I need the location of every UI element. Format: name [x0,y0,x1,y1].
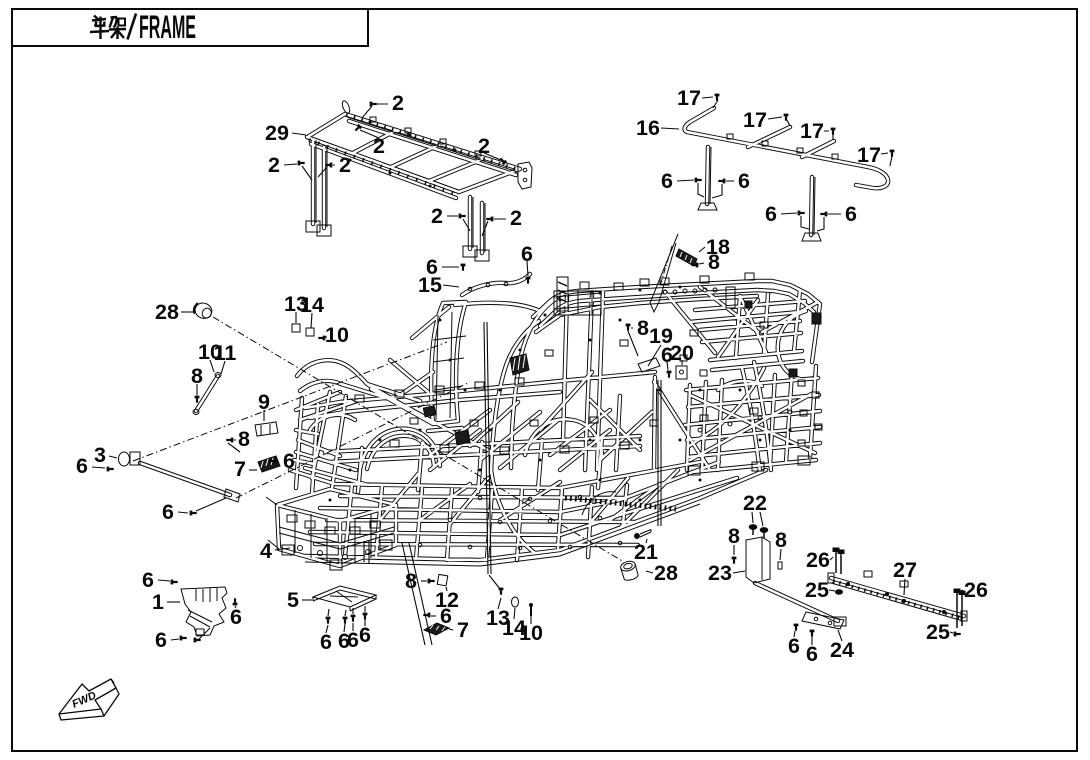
svg-text:2: 2 [268,153,280,177]
svg-text:6: 6 [359,623,371,647]
svg-text:26: 26 [964,578,988,602]
svg-text:27: 27 [893,558,917,582]
svg-text:2: 2 [373,134,385,158]
svg-text:6: 6 [155,628,167,652]
svg-text:4: 4 [260,539,272,563]
svg-text:6: 6 [440,604,452,628]
svg-text:21: 21 [634,540,658,564]
svg-text:6: 6 [347,628,359,652]
svg-text:2: 2 [392,91,404,115]
svg-text:6: 6 [661,343,673,367]
svg-text:8: 8 [775,528,787,552]
svg-text:6: 6 [765,202,777,226]
svg-text:3: 3 [94,443,106,467]
svg-text:14: 14 [502,616,526,640]
svg-text:19: 19 [649,324,673,348]
svg-text:FRAME: FRAME [139,9,196,45]
svg-text:6: 6 [142,568,154,592]
svg-text:17: 17 [743,108,767,132]
svg-text:9: 9 [258,390,270,414]
svg-text:17: 17 [677,86,701,110]
svg-text:28: 28 [654,561,678,585]
svg-text:8: 8 [238,427,250,451]
svg-text:8: 8 [728,524,740,548]
svg-text:18: 18 [706,235,730,259]
svg-text:16: 16 [636,116,660,140]
svg-text:20: 20 [670,341,694,365]
svg-text:14: 14 [300,293,324,317]
svg-text:12: 12 [435,588,459,612]
svg-text:13: 13 [284,292,308,316]
svg-text:6: 6 [283,449,295,473]
svg-text:13: 13 [486,606,510,630]
svg-text:6: 6 [661,169,673,193]
svg-text:10: 10 [198,340,222,364]
svg-text:6: 6 [806,642,818,666]
svg-text:6: 6 [230,605,242,629]
svg-text:17: 17 [857,143,881,167]
svg-text:6: 6 [738,169,750,193]
svg-text:5: 5 [287,588,299,612]
svg-text:25: 25 [926,620,950,644]
svg-text:2: 2 [510,206,522,230]
svg-text:6: 6 [76,454,88,478]
svg-text:7: 7 [457,618,469,642]
svg-text:6: 6 [320,630,332,654]
svg-text:11: 11 [214,341,237,365]
svg-text:6: 6 [338,629,350,653]
svg-text:26: 26 [806,548,830,572]
svg-text:22: 22 [743,491,767,515]
svg-text:15: 15 [418,273,442,297]
svg-text:2: 2 [431,204,443,228]
svg-text:28: 28 [155,300,179,324]
svg-text:2: 2 [339,153,351,177]
svg-text:6: 6 [426,255,438,279]
svg-text:1: 1 [152,590,164,614]
svg-text:6: 6 [521,242,533,266]
svg-text:6: 6 [788,634,800,658]
svg-text:24: 24 [830,638,854,662]
svg-text:8: 8 [191,364,203,388]
svg-text:23: 23 [708,561,732,585]
svg-text:10: 10 [519,621,543,645]
svg-text:8: 8 [405,569,417,593]
svg-text:7: 7 [234,457,246,481]
svg-text:29: 29 [265,121,289,145]
svg-text:6: 6 [162,500,174,524]
svg-text:10: 10 [325,323,349,347]
svg-text:17: 17 [800,119,824,143]
svg-text:6: 6 [845,202,857,226]
svg-text:25: 25 [805,578,829,602]
svg-text:2: 2 [478,134,490,158]
svg-text:8: 8 [637,316,649,340]
svg-text:8: 8 [708,250,720,274]
